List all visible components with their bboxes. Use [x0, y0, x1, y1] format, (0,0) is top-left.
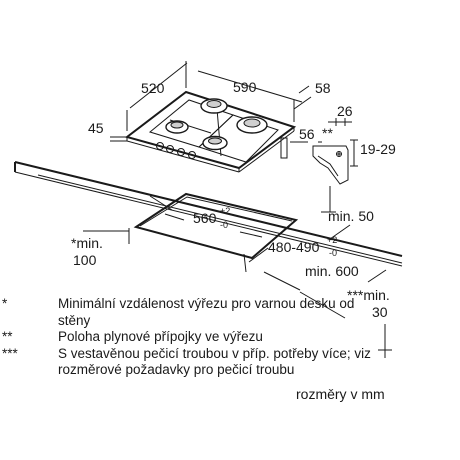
dimension-lines: [83, 61, 392, 358]
min-50-label: min. 50: [328, 208, 374, 224]
connection-position-mark: **: [322, 125, 333, 141]
width-label-520: 520: [141, 80, 165, 96]
hob: [124, 90, 297, 173]
footnote-3: *** S vestavěnou pečicí troubou v příp. …: [2, 345, 378, 379]
footnote-2: ** Poloha plynové přípojky ve výřezu: [2, 329, 378, 346]
width-label-590: 590: [233, 79, 257, 95]
units-note: rozměry v mm: [296, 386, 385, 402]
svg-text:*min.: *min.: [71, 235, 103, 251]
svg-text:***min.: ***min.: [347, 287, 390, 303]
svg-text:-0: -0: [329, 248, 337, 258]
min-30-label: ***min. 30: [347, 287, 390, 320]
burner-front-right: [202, 135, 228, 151]
cutout-depth-label: 480-490 +2 -0: [268, 235, 337, 258]
footnote-mark: ***: [2, 345, 18, 361]
control-knobs: [156, 142, 196, 159]
cutout-width-label: 560 +2 -0: [193, 206, 230, 230]
burner-back-right: [236, 116, 268, 134]
thickness-label: 19-29: [360, 141, 396, 157]
cutout: [133, 192, 299, 260]
burner-back-left: [200, 98, 228, 114]
footnote-mark: *: [2, 296, 8, 311]
svg-text:+2: +2: [327, 235, 337, 245]
footnote-text: S vestavěnou pečicí troubou v příp. potř…: [58, 345, 371, 378]
footnote-text: Poloha plynové přípojky ve výřezu: [58, 329, 263, 344]
min-100-label: *min. 100: [71, 235, 103, 268]
offset-label-26: 26: [337, 103, 353, 119]
gas-connection: [280, 137, 288, 159]
svg-text:-0: -0: [220, 220, 228, 230]
svg-text:480-490: 480-490: [268, 239, 320, 255]
svg-text:30: 30: [372, 304, 388, 320]
depth-label-58: 58: [315, 80, 331, 96]
footnotes: * Minimální vzdálenost výřezu pro varnou…: [2, 296, 378, 379]
svg-text:100: 100: [73, 252, 97, 268]
svg-text:560: 560: [193, 210, 217, 226]
footnote-text: Minimální vzdálenost výřezu pro varnou d…: [58, 296, 355, 328]
footnote-mark: **: [2, 329, 13, 344]
section-detail: **: [312, 125, 349, 185]
worktop: [14, 161, 403, 267]
burner-front-left: [165, 120, 189, 134]
height-label-45: 45: [88, 120, 104, 136]
min-600-label: min. 600: [305, 263, 359, 279]
svg-text:+2: +2: [220, 206, 230, 216]
footnote-1: * Minimální vzdálenost výřezu pro varnou…: [2, 296, 378, 329]
offset-label-56: 56: [299, 126, 315, 142]
